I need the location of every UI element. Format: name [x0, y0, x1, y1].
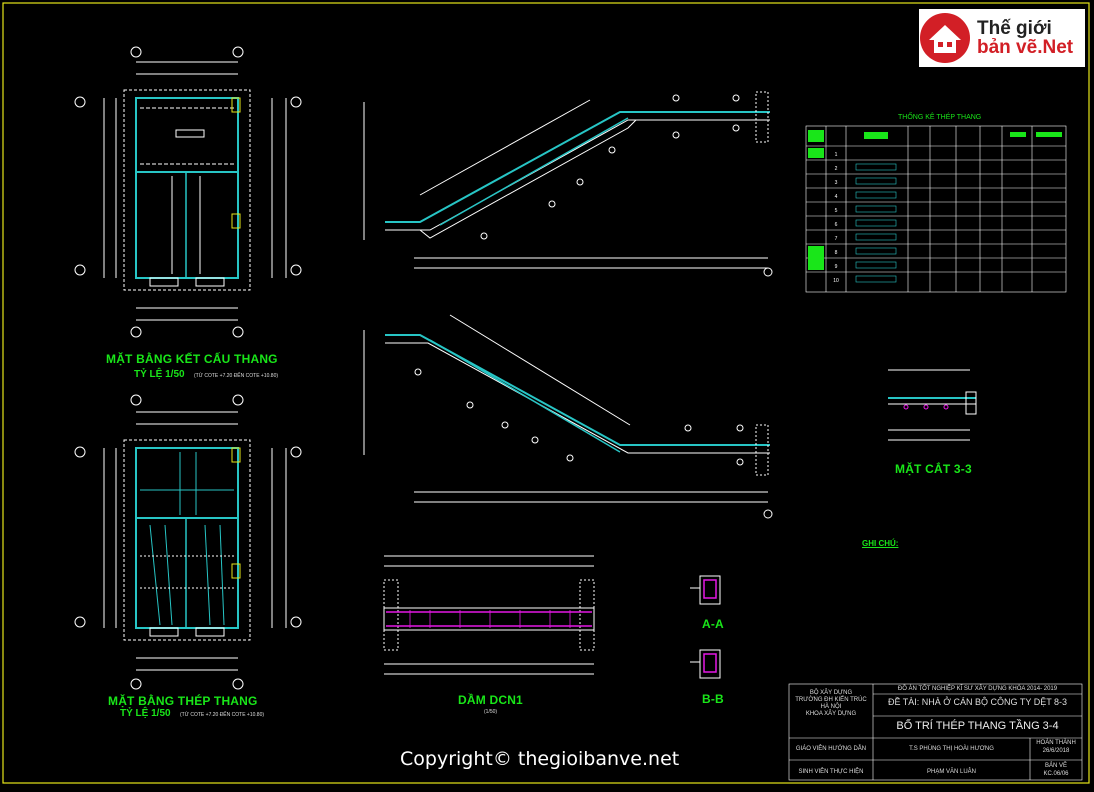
plan-structure-note: (TỪ COTE +7.20 ĐẾN COTE +10.80): [194, 373, 279, 379]
tb-project: ĐỒ ÁN TỐT NGHIỆP KĨ SƯ XÂY DỰNG KHÓA 201…: [897, 686, 1058, 692]
notes-title: GHI CHÚ:: [862, 539, 899, 548]
house-logo-icon: [920, 13, 970, 63]
beam-title: DẦM DCN1: [458, 693, 523, 707]
plan-rebar-title: MẶT BẰNG THÉP THANG: [108, 694, 258, 708]
tb-advisor-label: GIÁO VIÊN HƯỚNG DẪN: [795, 746, 867, 752]
rebar-table-row-number: 7: [835, 236, 838, 242]
tb-advisor-name: T.S PHÙNG THỊ HOÀI HƯƠNG: [909, 746, 994, 752]
section-33-title: MẶT CẮT 3-3: [895, 462, 972, 476]
rebar-table-row-number: 1: [835, 152, 838, 158]
rebar-table-row-number: 5: [835, 208, 838, 214]
plan-rebar-scale: TỶ LỆ 1/50: [120, 708, 171, 719]
rebar-table-row-number: 3: [835, 180, 838, 186]
rebar-table-row-number: 4: [835, 194, 838, 200]
site-logo[interactable]: Thế giới bản vẽ.Net: [919, 9, 1085, 67]
tb-university: TRƯỜNG ĐH KIẾN TRÚC: [795, 697, 867, 703]
title-block: BỘ XÂY DỰNG TRƯỜNG ĐH KIẾN TRÚC HÀ NỘI K…: [789, 684, 1082, 780]
logo-line-1: Thế giới: [977, 18, 1052, 39]
title-block-grid: [788, 683, 1083, 781]
plan-rebar-drawing: [74, 394, 302, 690]
section-aa-title: A-A: [702, 617, 724, 631]
beam-dcn1-drawing: [383, 555, 595, 675]
tb-ministry: BỘ XÂY DỰNG: [809, 690, 853, 696]
rebar-table-row-number: 9: [835, 264, 838, 270]
plan-structure-drawing: [74, 46, 302, 338]
tb-topic: ĐỀ TÀI: NHÀ Ở CÁN BỘ CÔNG TY DỆT 8-3: [887, 697, 1068, 707]
section-bb-title: B-B: [702, 692, 724, 706]
tb-completed-label: HOÀN THÀNH: [1036, 740, 1076, 746]
section-aa-drawing: [690, 575, 721, 605]
section-33-drawing: [888, 369, 977, 441]
section-bb-drawing: [690, 649, 721, 679]
rebar-table-row-number: 10: [833, 278, 839, 284]
logo-wordmark: Thế giới bản vẽ.Net: [977, 19, 1073, 57]
plan-structure-scale: TỶ LỆ 1/50: [134, 369, 185, 380]
plan-structure-title: MẶT BẰNG KẾT CẤU THANG: [106, 352, 278, 366]
tb-faculty: KHOA XÂY DỰNG: [805, 711, 857, 717]
tb-city: HÀ NỘI: [820, 704, 842, 710]
rebar-table-row-number: 8: [835, 250, 838, 256]
stair-section-upper: [363, 91, 773, 277]
tb-drawing-title: BỐ TRÍ THÉP THANG TẦNG 3-4: [896, 720, 1059, 732]
copyright-watermark: Copyright© thegioibanve.net: [400, 748, 680, 770]
plan-rebar-note: (TỪ COTE +7.20 ĐẾN COTE +10.80): [180, 712, 265, 718]
rebar-table-row-number: 6: [835, 222, 838, 228]
tb-student-label: SINH VIÊN THỰC HIỆN: [798, 769, 864, 775]
tb-student-name: PHẠM VĂN LUÂN: [926, 769, 976, 775]
stair-section-lower: [363, 314, 773, 519]
tb-sheet-label: BẢN VẼ: [1044, 763, 1067, 769]
logo-line-2: bản vẽ.Net: [977, 37, 1074, 58]
beam-scale: (1/50): [484, 709, 498, 715]
rebar-table-row-number: 2: [835, 166, 838, 172]
tb-sheet-no: KC.06/06: [1043, 771, 1069, 777]
tb-completed-date: 26/6/2018: [1042, 748, 1070, 754]
rebar-table-drawing: 1 2 3 4 5 6 7 8 9 10: [805, 125, 1067, 293]
rebar-table-title: THỐNG KÊ THÉP THANG: [898, 114, 982, 121]
